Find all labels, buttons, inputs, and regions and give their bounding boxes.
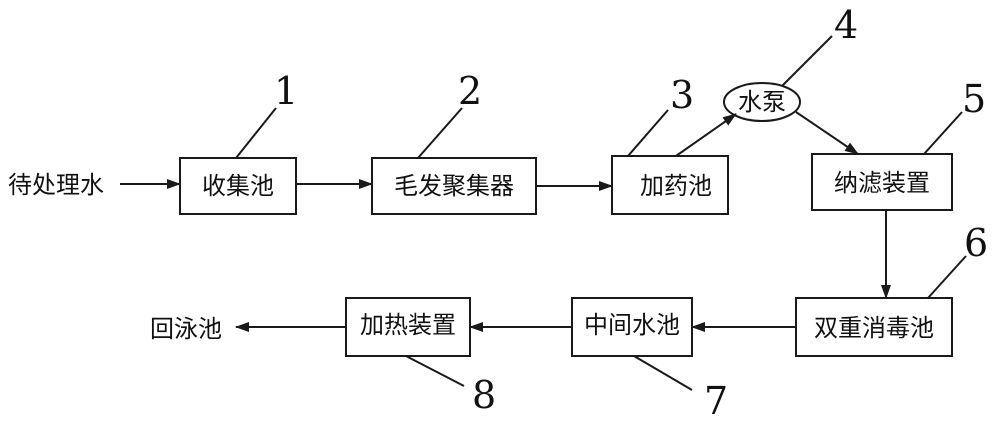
number-6: 6 xyxy=(964,221,988,265)
label-hair-collector: 毛发聚集器 xyxy=(394,172,514,200)
box-nanofiltration xyxy=(811,153,953,211)
number-7: 7 xyxy=(704,379,728,423)
leader-1 xyxy=(235,107,277,159)
label-disinfection: 双重消毒池 xyxy=(814,314,934,342)
number-5: 5 xyxy=(962,77,986,121)
leader-3 xyxy=(627,109,669,157)
leader-2 xyxy=(417,107,463,159)
leader-7 xyxy=(633,355,693,391)
number-2: 2 xyxy=(458,69,482,113)
label-nanofiltration: 纳滤装置 xyxy=(834,169,930,197)
input-label: 待处理水 xyxy=(8,171,104,199)
label-intermediate: 中间水池 xyxy=(584,311,680,339)
output-label: 回泳池 xyxy=(150,315,222,343)
number-4: 4 xyxy=(834,3,858,47)
leader-5 xyxy=(923,111,963,155)
box-dosing xyxy=(611,155,729,215)
leader-6 xyxy=(927,255,967,299)
label-dosing: 加药池 xyxy=(640,172,712,200)
label-collection: 收集池 xyxy=(202,172,274,200)
leader-4 xyxy=(781,35,833,87)
number-8: 8 xyxy=(472,373,496,417)
arrow-pump-to-nanofiltration xyxy=(795,111,859,155)
number-1: 1 xyxy=(274,69,298,113)
box-intermediate xyxy=(571,297,693,357)
label-pump: 水泵 xyxy=(738,88,786,116)
box-hair-collector xyxy=(371,157,537,215)
box-disinfection xyxy=(795,297,953,357)
arrow-dosing-to-pump xyxy=(675,113,737,157)
label-heating: 加热装置 xyxy=(360,311,456,339)
pump-ellipse xyxy=(723,82,801,122)
number-3: 3 xyxy=(670,73,694,117)
leader-8 xyxy=(405,355,465,387)
